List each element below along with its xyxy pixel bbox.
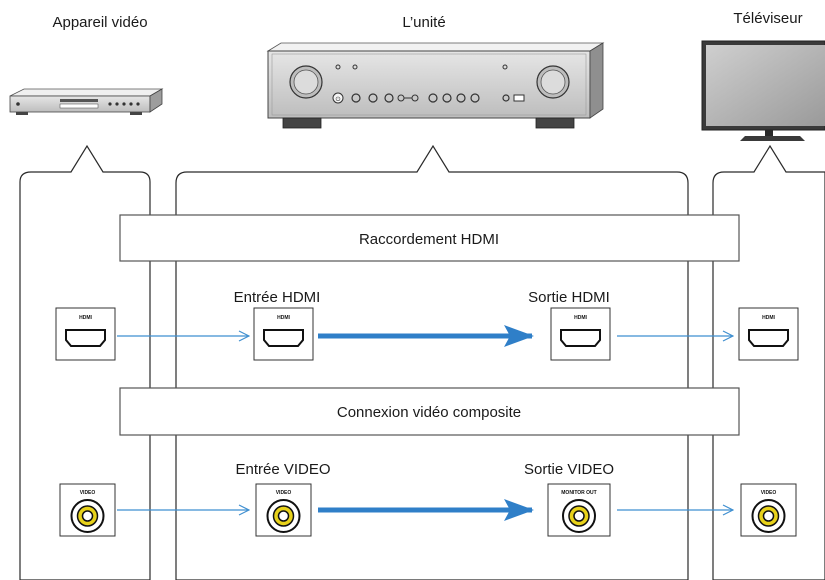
hdmi-port-icon: HDMI — [253, 307, 314, 361]
video-device-panel — [19, 144, 151, 580]
tv-icon — [701, 40, 825, 141]
composite-section-bar — [119, 387, 740, 436]
rca-video-jack-icon: VIDEO — [740, 483, 797, 537]
hdmi-port-icon: HDMI — [55, 307, 116, 361]
rca-monitor-out-jack-icon: MONITOR OUT — [547, 483, 611, 537]
rca-video-jack-icon: VIDEO — [255, 483, 312, 537]
svg-text:HDMI: HDMI — [277, 315, 290, 321]
rca-video-jack-icon: VIDEO — [59, 483, 116, 537]
svg-text:HDMI: HDMI — [79, 315, 92, 321]
hdmi-section-bar — [119, 214, 740, 262]
svg-text:VIDEO: VIDEO — [761, 490, 777, 496]
tv-label: Téléviseur — [733, 10, 802, 27]
svg-text:HDMI: HDMI — [574, 315, 587, 321]
hdmi-port-icon: HDMI — [738, 307, 799, 361]
composite-section-title: Connexion vidéo composite — [337, 404, 521, 421]
video-device-label: Appareil vidéo — [52, 14, 147, 31]
svg-text:HDMI: HDMI — [762, 315, 775, 321]
svg-text:MONITOR OUT: MONITOR OUT — [561, 490, 596, 496]
unit-panel — [175, 144, 689, 580]
unit-label: L’unité — [402, 14, 445, 31]
video-output-label: Sortie VIDEO — [524, 461, 614, 478]
video-input-label: Entrée VIDEO — [235, 461, 330, 478]
hdmi-input-label: Entrée HDMI — [234, 289, 321, 306]
svg-text:VIDEO: VIDEO — [276, 490, 292, 496]
tv-panel — [712, 144, 825, 580]
hdmi-section-title: Raccordement HDMI — [359, 231, 499, 248]
svg-text:⏻: ⏻ — [336, 96, 341, 103]
hdmi-port-icon: HDMI — [550, 307, 611, 361]
av-receiver-icon: ⏻ — [266, 42, 605, 129]
video-player-icon — [9, 88, 164, 115]
hdmi-output-label: Sortie HDMI — [528, 289, 610, 306]
svg-text:VIDEO: VIDEO — [80, 490, 96, 496]
